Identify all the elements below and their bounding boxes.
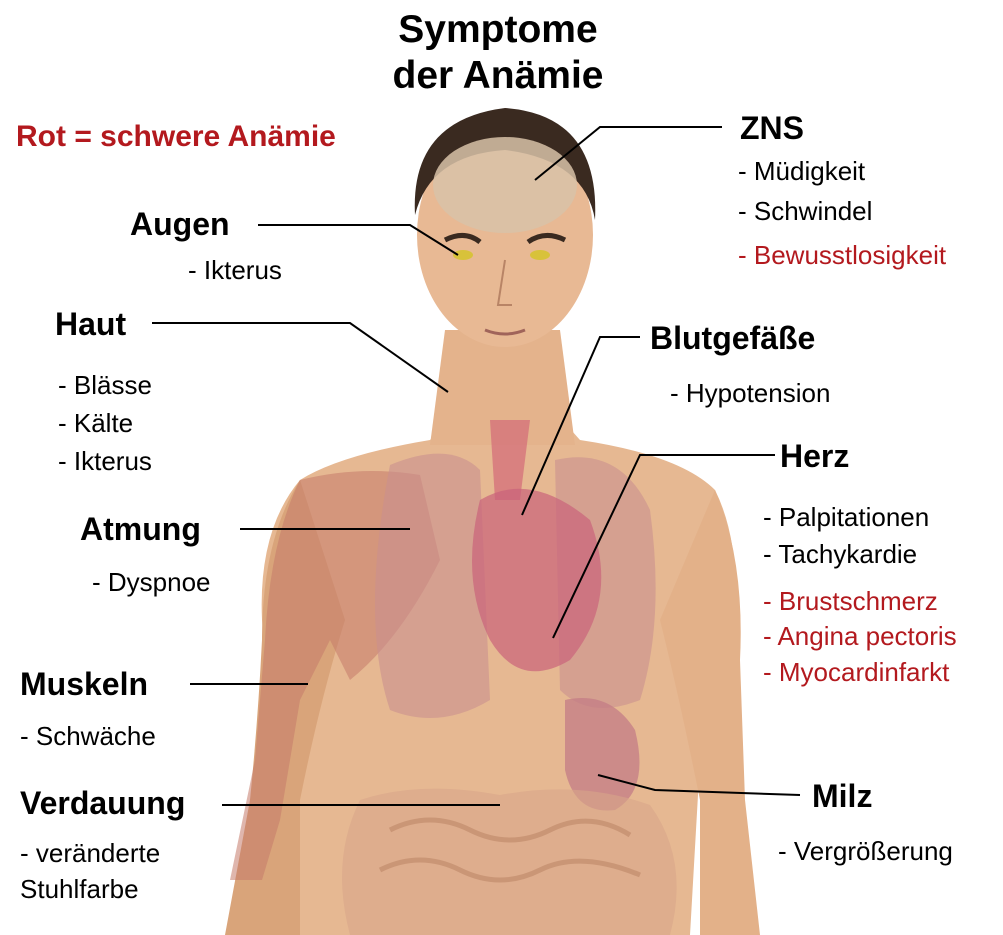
muskeln-heading: Muskeln [20, 668, 148, 700]
herz-item-severe: - Myocardinfarkt [763, 659, 949, 685]
verdauung-heading: Verdauung [20, 787, 185, 819]
haut-item: - Blässe [58, 372, 152, 398]
zns-item: - Müdigkeit [738, 158, 865, 184]
herz-item-severe: - Angina pectoris [763, 623, 957, 649]
atmung-item: - Dyspnoe [92, 569, 211, 595]
leader-haut [152, 323, 448, 392]
verdauung-item: - veränderte [20, 840, 160, 866]
atmung-heading: Atmung [80, 513, 201, 545]
augen-heading: Augen [130, 208, 230, 240]
muskeln-item: - Schwäche [20, 723, 156, 749]
zns-item: - Schwindel [738, 198, 872, 224]
zns-item-severe: - Bewusstlosigkeit [738, 242, 946, 268]
verdauung-item: Stuhlfarbe [20, 876, 139, 902]
page-title-line2: der Anämie [318, 54, 678, 98]
augen-item: - Ikterus [188, 257, 282, 283]
blutgefaesse-heading: Blutgefäße [650, 322, 815, 354]
intestines [342, 789, 677, 935]
haut-item: - Kälte [58, 410, 133, 436]
legend-severe: Rot = schwere Anämie [16, 122, 336, 152]
herz-item: - Tachykardie [763, 541, 917, 567]
haut-item: - Ikterus [58, 448, 152, 474]
herz-item-severe: - Brustschmerz [763, 588, 938, 614]
herz-item: - Palpitationen [763, 504, 929, 530]
milz-heading: Milz [812, 780, 872, 812]
blutgefaesse-item: - Hypotension [670, 380, 830, 406]
haut-heading: Haut [55, 308, 126, 340]
page-title-line1: Symptome [318, 8, 678, 52]
milz-item: - Vergrößerung [778, 838, 953, 864]
herz-heading: Herz [780, 440, 849, 472]
zns-heading: ZNS [740, 112, 804, 144]
head [415, 108, 596, 347]
